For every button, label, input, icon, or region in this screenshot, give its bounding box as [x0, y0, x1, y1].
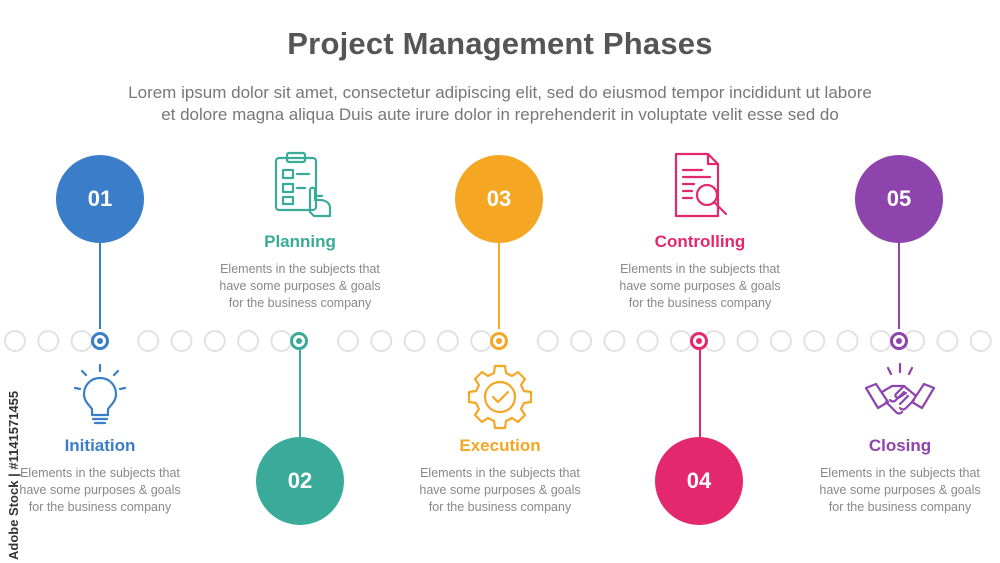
document-search-icon [674, 152, 728, 218]
description-line: have some purposes & goals [819, 483, 981, 497]
rail-circle [470, 330, 493, 352]
timeline-marker [91, 332, 109, 350]
rail-circle [603, 330, 626, 352]
rail-circle [37, 330, 60, 352]
description-line: have some purposes & goals [19, 483, 181, 497]
description-line: Elements in the subjects that [620, 262, 780, 276]
timeline-marker [890, 332, 908, 350]
lightbulb-icon [73, 363, 127, 425]
timeline-rail [0, 326, 1000, 356]
phase-label: Initiation [64, 436, 136, 455]
rail-circle [836, 330, 859, 352]
phase-number-circle: 04 [655, 437, 743, 525]
page-subtitle: Lorem ipsum dolor sit amet, consectetur … [30, 82, 970, 126]
rail-circle [803, 330, 826, 352]
rail-circle [536, 330, 559, 352]
rail-circle [636, 330, 659, 352]
timeline-marker [290, 332, 308, 350]
rail-circle [137, 330, 160, 352]
phase-label: Execution [459, 436, 541, 455]
timeline-rail-circles [4, 330, 992, 352]
phase-connector [898, 243, 900, 329]
phase-description: Elements in the subjects that have some … [800, 465, 1000, 516]
description-line: for the business company [828, 500, 972, 514]
rail-circle [570, 330, 593, 352]
description-line: Elements in the subjects that [220, 262, 380, 276]
rail-circle [370, 330, 393, 352]
rail-circle [670, 330, 692, 352]
rail-circle [70, 330, 93, 352]
rail-circle [403, 330, 426, 352]
rail-circle [936, 330, 959, 352]
timeline-marker [690, 332, 708, 350]
watermark: Adobe Stock | #1141571455 [6, 390, 21, 560]
phase-number-circle: 02 [256, 437, 344, 525]
phase-description: Elements in the subjects that have some … [600, 261, 800, 312]
phase-description: Elements in the subjects that have some … [200, 261, 400, 312]
rail-circle [337, 330, 359, 352]
subtitle-line-1: Lorem ipsum dolor sit amet, consectetur … [128, 83, 872, 102]
description-line: Elements in the subjects that [20, 466, 180, 480]
phase-description: Elements in the subjects that have some … [400, 465, 600, 516]
rail-circle [170, 330, 193, 352]
description-line: have some purposes & goals [219, 279, 381, 293]
description-line: Elements in the subjects that [820, 466, 980, 480]
subtitle-line-2: et dolore magna aliqua Duis aute irure d… [161, 105, 839, 124]
clipboard-icon [274, 151, 332, 218]
rail-circle [270, 330, 293, 352]
rail-circle [4, 330, 26, 352]
gear-check-icon [467, 364, 533, 430]
rail-circle [237, 330, 260, 352]
description-line: for the business company [228, 296, 372, 310]
phase-number-circle: 01 [56, 155, 144, 243]
rail-circle [203, 330, 226, 352]
description-line: for the business company [428, 500, 572, 514]
phase-connector [99, 243, 101, 329]
phase-label: Controlling [654, 232, 746, 251]
description-line: have some purposes & goals [619, 279, 781, 293]
rail-circle [769, 330, 792, 352]
description-line: for the business company [628, 296, 772, 310]
description-line: have some purposes & goals [419, 483, 581, 497]
page-title: Project Management Phases [287, 26, 713, 61]
phase-connector [299, 350, 301, 440]
description-line: Elements in the subjects that [420, 466, 580, 480]
phase-label: Closing [868, 436, 932, 455]
phase-description: Elements in the subjects that have some … [0, 465, 200, 516]
rail-circle [869, 330, 892, 352]
phase-number-circle: 03 [455, 155, 543, 243]
phase-connector [498, 243, 500, 329]
description-line: for the business company [28, 500, 172, 514]
rail-circle [969, 330, 992, 352]
phase-connector [699, 350, 701, 440]
handshake-icon [864, 362, 936, 415]
rail-circle [436, 330, 459, 352]
phase-label: Planning [264, 232, 336, 251]
rail-circle [736, 330, 759, 352]
timeline-marker [490, 332, 508, 350]
phase-number-circle: 05 [855, 155, 943, 243]
